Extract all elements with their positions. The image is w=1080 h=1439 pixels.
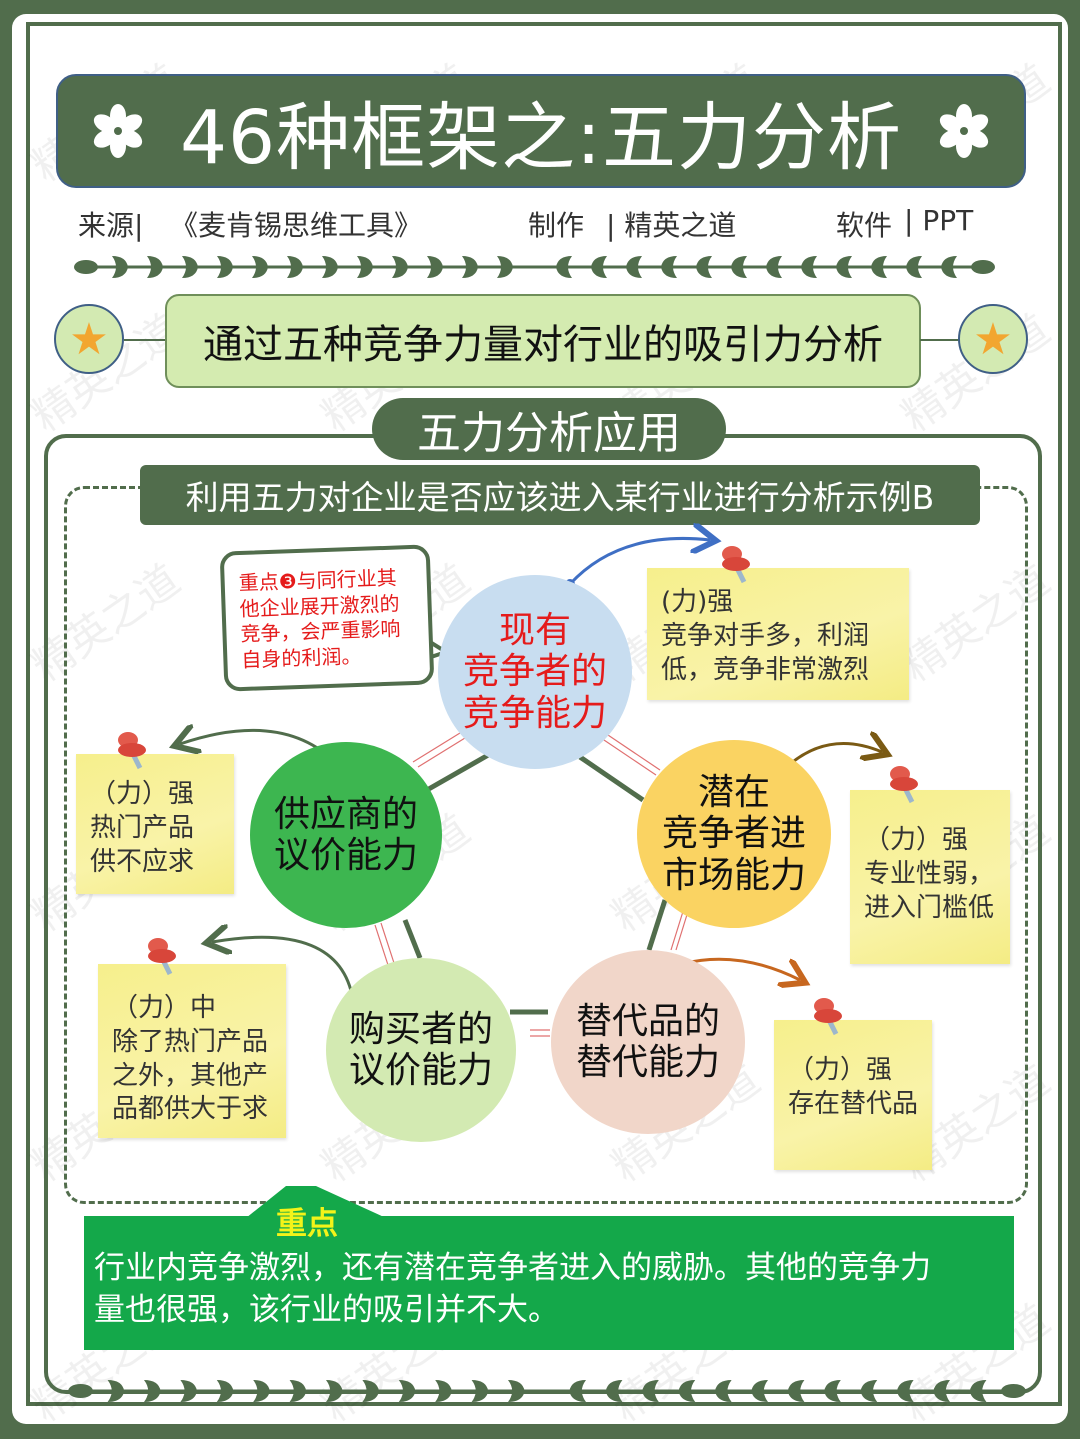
key-point-box: 行业内竞争激烈，还有潜在竞争者进入的威胁。其他的竞争力 量也很强，该行业的吸引并… [84,1216,1014,1350]
key-point-label: 重点 [276,1206,338,1242]
software-value: | PPT [904,204,974,237]
note-line: （力）强 [90,779,195,809]
note-line: 热门产品 [90,812,195,843]
pushpin-icon [118,732,146,770]
pushpin-icon [814,998,842,1036]
poster-inner-border [26,22,1062,1406]
force-label: 竞争者的 [462,651,607,693]
star-icon: ★ [54,304,124,374]
source-label: 来源| [78,209,144,242]
connector-line [920,339,960,341]
force-suppliers: 供应商的 议价能力 [250,742,442,928]
maker-label: 制作 [528,209,585,242]
note-line: 除了热门产品 [112,1026,269,1057]
note-existing-competitors: (力)强 竞争对手多，利润 低，竞争非常激烈 [647,568,909,700]
note-line: （力）中 [112,993,217,1023]
force-label: 潜在 [697,771,770,813]
source-value: 《麦肯锡思维工具》 [170,209,423,242]
vine-divider-icon [68,1380,1026,1402]
key-point-tab [246,1186,386,1218]
star-icon: ★ [958,304,1028,374]
force-label: 竞争能力 [462,692,607,734]
page-title: 46种框架之:五力分析 [179,94,903,181]
note-line: 进入门槛低 [864,892,995,923]
force-label: 竞争者进 [661,813,806,855]
subtitle-row: ★ 通过五种竞争力量对行业的吸引力分析 ★ [52,294,1032,390]
note-line: 专业性弱， [864,858,995,889]
key-point-line: 量也很强，该行业的吸引并不大。 [94,1291,559,1328]
note-potential-entrants: （力）强 专业性弱， 进入门槛低 [850,790,1010,964]
software-label: 软件 [836,209,893,242]
callout-line: 自身的利润。 [240,643,362,672]
title-bar: 46种框架之:五力分析 [56,74,1026,188]
note-suppliers: （力）强 热门产品 供不应求 [76,754,234,894]
example-title: 利用五力对企业是否应该进入某行业进行分析示例B [140,465,980,525]
flower-icon [93,104,143,158]
meta-row: 来源| 《麦肯锡思维工具》 制作 | 精英之道 软件 | PPT [78,204,988,244]
note-line: 品都供大于求 [112,1094,269,1125]
key-point-line: 行业内竞争激烈，还有潜在竞争者进入的威胁。其他的竞争力 [94,1250,931,1286]
pushpin-icon [722,546,750,584]
force-label: 供应商的 [273,793,418,835]
force-buyers: 购买者的 议价能力 [326,958,516,1142]
vine-divider-icon [74,256,995,278]
note-line: 竞争对手多，利润 [661,620,870,651]
note-line: （力）强 [864,825,969,855]
connector-line [124,339,166,341]
force-label: 替代品的 [575,1000,720,1042]
note-line: 之外，其他产 [112,1060,269,1091]
force-substitutes: 替代品的 替代能力 [551,950,745,1134]
note-line: 低，竞争非常激烈 [661,654,870,685]
force-label: 议价能力 [348,1050,493,1091]
force-label: 替代能力 [575,1042,720,1083]
pushpin-icon [148,938,176,976]
force-label: 议价能力 [273,835,418,876]
force-label: 现有 [498,609,571,651]
maker-value: | 精英之道 [606,209,737,242]
force-potential-entrants: 潜在 竞争者进 市场能力 [637,740,831,928]
note-line: （力）强 [788,1055,893,1085]
note-substitutes: （力）强 存在替代品 [774,1020,932,1170]
force-label: 市场能力 [661,854,806,896]
note-line: 供不应求 [90,846,195,877]
subtitle: 通过五种竞争力量对行业的吸引力分析 [165,294,921,388]
force-label: 购买者的 [348,1008,493,1050]
note-buyers: （力）中 除了热门产品 之外，其他产 品都供大于求 [98,964,286,1138]
note-line: (力)强 [661,587,734,617]
pushpin-icon [890,766,918,804]
callout-bubble: 重点❸与同行业其 他企业展开激烈的 竞争，会严重影响 自身的利润。 [219,544,435,692]
force-existing-competitors: 现有 竞争者的 竞争能力 [438,575,632,769]
section-title: 五力分析应用 [372,398,726,460]
flower-icon [939,104,989,158]
note-line: 存在替代品 [788,1088,919,1119]
